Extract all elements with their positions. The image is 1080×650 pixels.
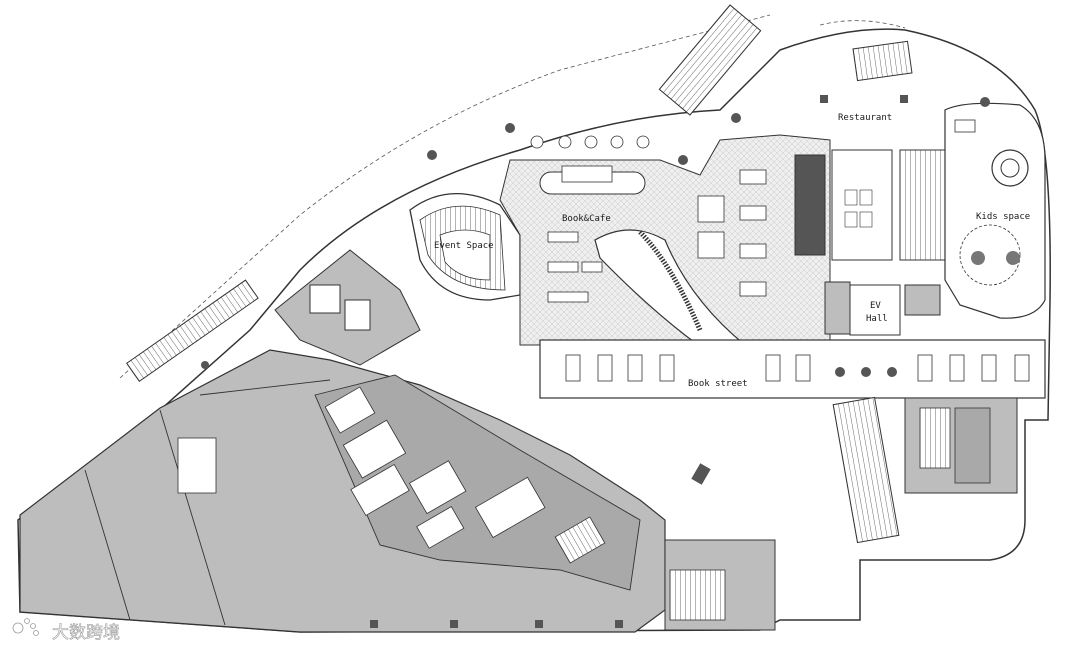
- columns: [201, 95, 990, 628]
- escalator-west: [126, 279, 259, 383]
- restaurant-stair: [852, 40, 913, 82]
- label-event-space: Event Space: [434, 241, 494, 251]
- label-book-cafe: Book&Cafe: [562, 214, 611, 224]
- book-street-shelves: [565, 354, 1030, 382]
- paw-logo-icon: [12, 618, 39, 636]
- kids-slide: [991, 149, 1029, 187]
- site-boundary: [119, 14, 906, 379]
- label-kids-space: Kids space: [976, 212, 1030, 222]
- event-space: [409, 192, 521, 301]
- cafe-seating: [697, 169, 767, 297]
- watermark: 大数跨境: [12, 618, 120, 643]
- book-street: [539, 339, 1046, 399]
- kids-space: [944, 102, 1046, 319]
- label-ev: EV: [870, 301, 881, 311]
- core-west: [274, 249, 421, 366]
- round-tables: [530, 135, 650, 149]
- label-book-street: Book street: [688, 379, 748, 389]
- escalator-central: [832, 396, 900, 544]
- escalator-north: [658, 4, 762, 116]
- reading-tables: [547, 231, 603, 303]
- label-hall: Hall: [866, 314, 888, 324]
- label-restaurant: Restaurant: [838, 113, 892, 123]
- spiral-ramp: [594, 229, 746, 371]
- watermark-text: 大数跨境: [52, 623, 120, 643]
- stair-core-east: [899, 149, 946, 261]
- rooms-southwest: [177, 386, 606, 564]
